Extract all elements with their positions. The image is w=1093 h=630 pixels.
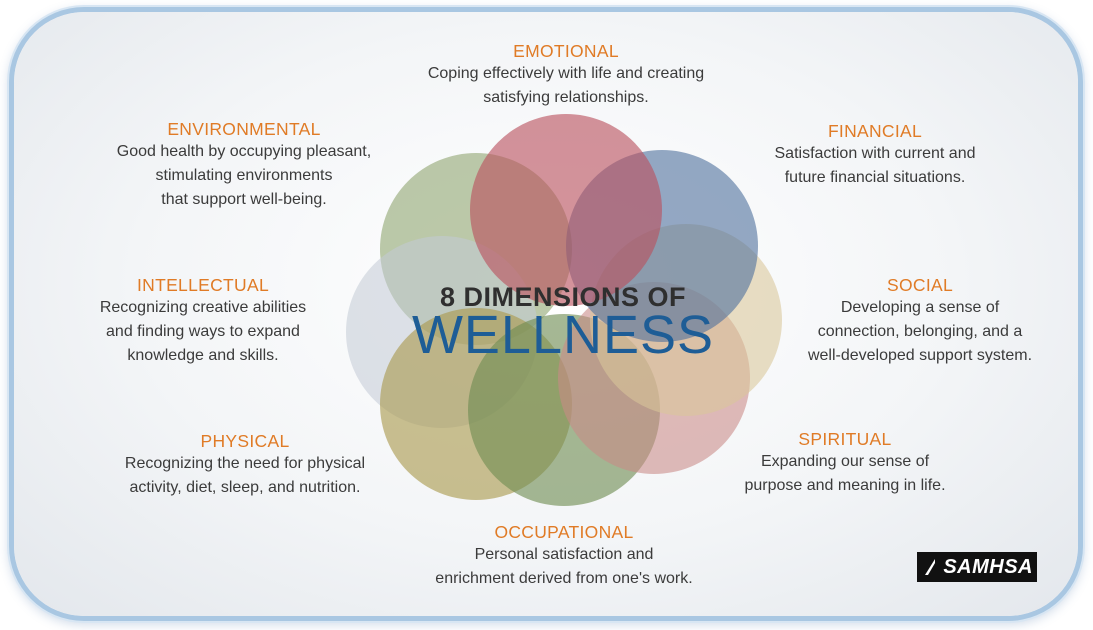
- dimension-description-line: future financial situations.: [784, 169, 966, 186]
- dimension-description-line: well-developed support system.: [807, 347, 1033, 364]
- dimension-financial: FINANCIAL Satisfaction with current and …: [720, 120, 1030, 190]
- dimension-heading: EMOTIONAL: [513, 41, 619, 61]
- logo-mark-icon: [925, 559, 935, 575]
- dimension-heading: ENVIRONMENTAL: [167, 119, 321, 139]
- diagram-title-line1: 8 DIMENSIONS OF: [439, 282, 687, 312]
- dimension-heading: FINANCIAL: [827, 121, 923, 141]
- logo-text: SAMHSA: [943, 556, 1033, 578]
- dimension-description-line: Expanding our sense of: [760, 453, 930, 470]
- dimension-social: SOCIAL Developing a sense of connection,…: [770, 274, 1070, 368]
- dimension-description-line: Recognizing the need for physical: [124, 455, 366, 472]
- dimension-description-line: Recognizing creative abilities: [99, 299, 307, 316]
- dimension-description-line: and finding ways to expand: [106, 323, 300, 340]
- dimension-intellectual: INTELLECTUAL Recognizing creative abilit…: [58, 274, 348, 368]
- dimension-heading: SOCIAL: [887, 275, 953, 295]
- dimension-heading: PHYSICAL: [200, 431, 290, 451]
- dimension-emotional: EMOTIONAL Coping effectively with life a…: [346, 40, 786, 110]
- dimension-description-line: Personal satisfaction and: [474, 546, 654, 563]
- dimension-description-line: connection, belonging, and a: [817, 323, 1023, 340]
- dimension-description-line: Satisfaction with current and: [774, 145, 976, 162]
- dimension-description-line: Coping effectively with life and creatin…: [427, 65, 705, 82]
- dimension-description-line: purpose and meaning in life.: [744, 477, 946, 494]
- dimension-description-line: that support well-being.: [161, 191, 327, 208]
- dimension-environmental: ENVIRONMENTAL Good health by occupying p…: [64, 118, 424, 212]
- samhsa-logo: SAMHSA: [917, 552, 1037, 582]
- dimension-description-line: Developing a sense of: [840, 299, 1000, 316]
- dimension-description-line: knowledge and skills.: [127, 347, 279, 364]
- petal-emotional: [470, 114, 662, 306]
- dimension-spiritual: SPIRITUAL Expanding our sense of purpose…: [700, 428, 990, 498]
- dimension-heading: SPIRITUAL: [798, 429, 892, 449]
- dimension-heading: OCCUPATIONAL: [494, 522, 634, 542]
- dimension-occupational: OCCUPATIONAL Personal satisfaction and e…: [394, 521, 734, 591]
- diagram-title-wellness: WELLNESS: [411, 305, 715, 365]
- dimension-description-line: satisfying relationships.: [483, 89, 649, 106]
- dimension-heading: INTELLECTUAL: [137, 275, 269, 295]
- dimension-description-line: stimulating environments: [155, 167, 333, 184]
- dimension-description-line: Good health by occupying pleasant,: [116, 143, 372, 160]
- dimension-description-line: activity, diet, sleep, and nutrition.: [129, 479, 361, 496]
- dimension-description-line: enrichment derived from one's work.: [435, 570, 693, 587]
- dimension-physical: PHYSICAL Recognizing the need for physic…: [80, 430, 410, 500]
